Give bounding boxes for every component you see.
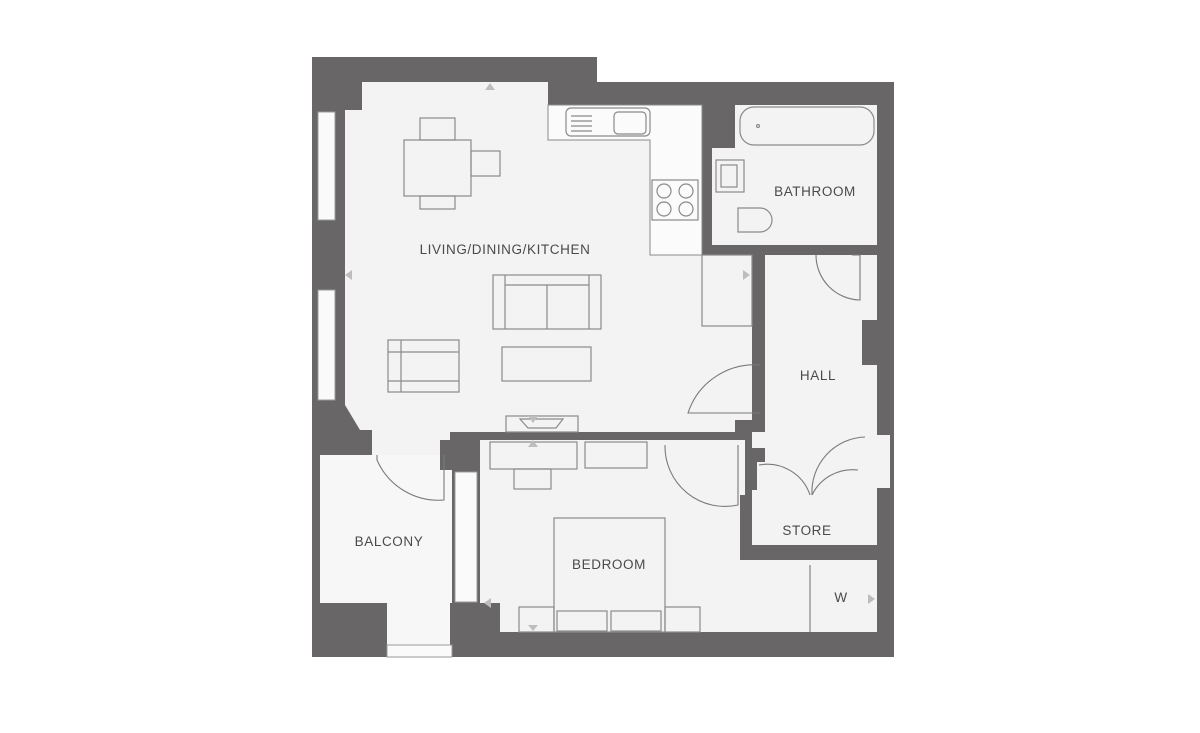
bathtub-icon [739,106,875,146]
kitchen-counter [547,104,703,256]
room-label-living: LIVING/DINING/KITCHEN [420,242,591,257]
room-label-hall: HALL [800,368,836,383]
balcony-wall-corner [440,440,480,470]
fridge-space [701,254,753,327]
washbasin-icon [715,159,745,193]
coffee-table-icon [501,346,592,382]
armchair-icon [387,339,460,393]
room-label-wardrobe: W [834,590,847,605]
dining-table-icon [403,117,501,210]
tv-unit-icon [505,415,579,433]
arrow-icon [345,270,352,280]
bedroom-door[interactable] [664,444,739,507]
living-room-door[interactable] [687,364,761,414]
bedroom-corner-wall [450,603,500,657]
bathroom-door[interactable] [815,254,861,301]
sofa-icon [492,274,602,330]
window-bedroom[interactable] [454,471,478,603]
store-room [752,490,877,545]
store-door-right[interactable] [811,436,866,496]
bedroom-room [480,440,877,632]
arrow-icon [528,440,538,447]
arrow-icon [868,594,875,604]
kitchen-sink-icon [565,107,651,137]
hob-icon [651,179,699,221]
room-label-store: STORE [782,523,831,538]
store-door-left[interactable] [758,463,811,496]
bathroom-room [735,105,877,245]
arrow-icon [528,416,538,423]
room-label-bathroom: BATHROOM [774,184,856,199]
window-living-lower[interactable] [317,289,336,401]
balcony-wall [312,603,387,657]
toilet-icon [737,207,773,233]
arrow-icon [743,270,750,280]
balcony-door[interactable] [376,455,445,501]
arrow-icon [485,83,495,90]
window-living-upper[interactable] [317,111,336,221]
window-balcony[interactable] [386,644,453,658]
room-label-bedroom: BEDROOM [572,557,646,572]
bed-icon [518,517,701,633]
arrow-icon [528,625,538,631]
hall-room [752,255,890,488]
arrow-icon [484,598,491,608]
room-label-balcony: BALCONY [355,534,424,549]
